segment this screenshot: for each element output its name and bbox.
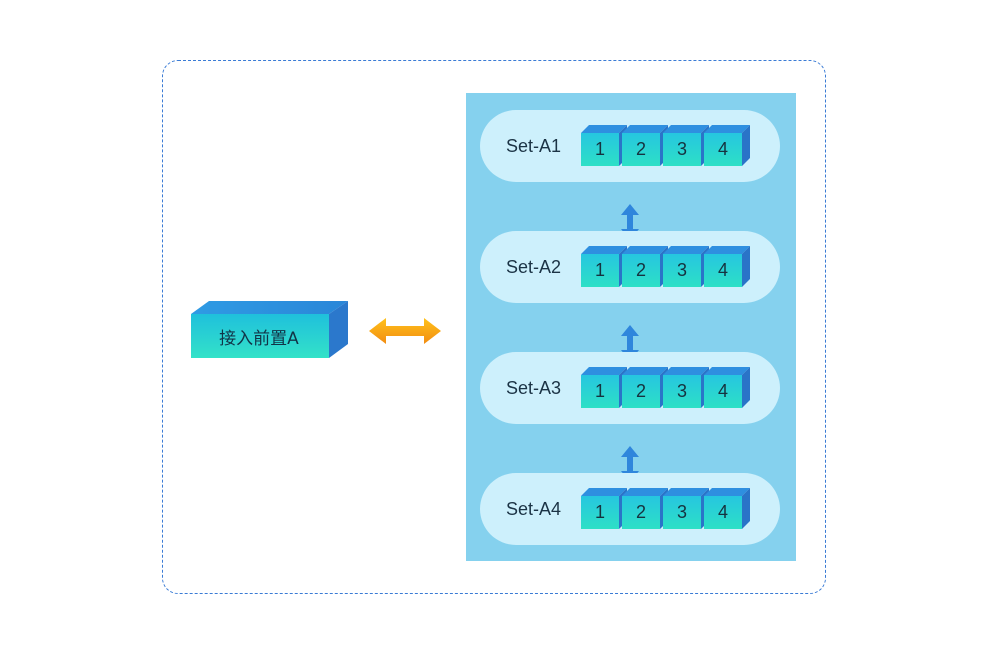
node-cube-shape (622, 246, 668, 287)
node-label: 2 (635, 139, 646, 159)
gateway-cube-shape (191, 301, 348, 358)
node-cube: 2 (622, 366, 668, 410)
node-label: 2 (635, 260, 646, 280)
node-cube: 2 (622, 487, 668, 531)
node-cube: 3 (663, 366, 709, 410)
node-label: 1 (594, 260, 605, 280)
set-row: Set-A3 1 2 3 4 (480, 352, 780, 424)
node-cube: 1 (581, 487, 627, 531)
node-label: 3 (676, 381, 687, 401)
node-cube: 2 (622, 124, 668, 168)
node-cube: 3 (663, 245, 709, 289)
node-cube: 1 (581, 366, 627, 410)
node-label: 2 (635, 381, 646, 401)
set-label: Set-A4 (506, 499, 562, 519)
node-label: 1 (594, 139, 605, 159)
set-row: Set-A1 1 2 3 4 (480, 110, 780, 182)
node-cube: 1 (581, 245, 627, 289)
gateway-block: 接入前置A (190, 300, 350, 360)
node-cube: 2 (622, 245, 668, 289)
node-label: 2 (635, 502, 646, 522)
set-label: Set-A3 (506, 378, 562, 398)
set-label: Set-A2 (506, 257, 562, 277)
deployment-frame (162, 60, 826, 594)
node-cube-shape (704, 125, 750, 166)
bidirectional-link-arrow (369, 318, 441, 344)
node-label: 3 (676, 260, 687, 280)
node-label: 3 (676, 502, 687, 522)
set-row: Set-A4 1 2 3 4 (480, 473, 780, 545)
node-label: 1 (594, 381, 605, 401)
node-label: 3 (676, 139, 687, 159)
node-cube: 1 (581, 124, 627, 168)
node-cube: 4 (704, 124, 750, 168)
node-cube: 3 (663, 487, 709, 531)
node-label: 4 (717, 502, 728, 522)
node-cube: 4 (704, 487, 750, 531)
node-label: 4 (717, 381, 728, 401)
node-label: 4 (717, 260, 728, 280)
node-label: 4 (717, 139, 728, 159)
gateway-label: 接入前置A (219, 329, 299, 349)
node-cube-shape (704, 246, 750, 287)
set-label: Set-A1 (506, 136, 562, 156)
node-cube-shape (704, 367, 750, 408)
node-cube-shape (704, 488, 750, 529)
node-cube: 4 (704, 245, 750, 289)
node-cube: 4 (704, 366, 750, 410)
set-row: Set-A2 1 2 3 4 (480, 231, 780, 303)
node-cube: 3 (663, 124, 709, 168)
node-label: 1 (594, 502, 605, 522)
